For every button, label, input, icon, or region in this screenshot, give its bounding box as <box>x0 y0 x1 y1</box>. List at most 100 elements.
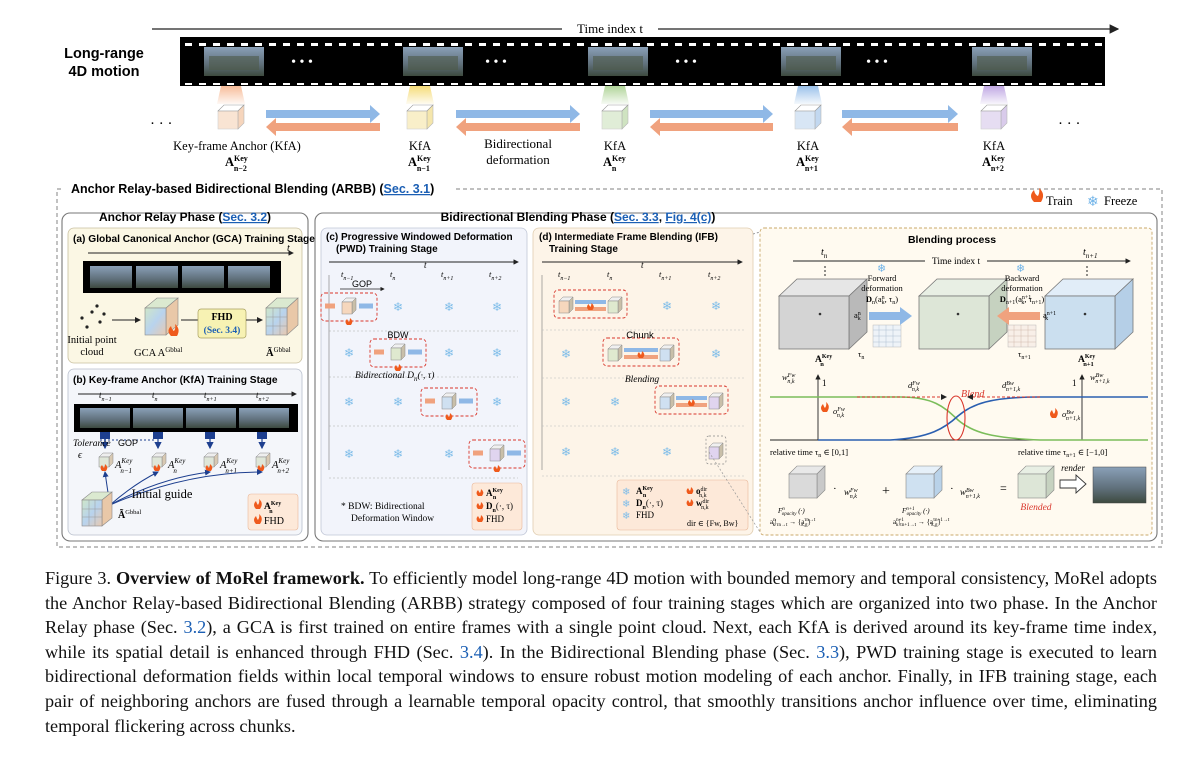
fhd-box <box>197 308 247 339</box>
backward-weight-curve <box>818 396 1148 441</box>
initial-point-cloud <box>80 304 106 329</box>
kfa-frame <box>239 408 289 428</box>
caption-p1: To efficiently model long-range 4D motio… <box>45 568 1158 638</box>
freeze-icon: ❄ <box>662 299 672 313</box>
fhd-label: FHD <box>211 312 232 323</box>
kfa-time-label: tn+1 <box>204 390 217 403</box>
kfa-film <box>74 404 298 432</box>
backward-def-2: deformation <box>1001 283 1043 293</box>
pwd-title-1: (c) Progressive Windowed Deformation <box>326 232 513 243</box>
fhd-sec: (Sec. 3.4) <box>204 325 241 336</box>
gca-stage-title: (a) Global Canonical Anchor (GCA) Traini… <box>73 234 315 245</box>
blend-label: Blend <box>961 389 985 400</box>
figure-caption: Figure 3. Overview of MoRel framework. T… <box>45 566 1157 738</box>
abar-grid-cube <box>81 491 113 527</box>
kfa-frame <box>186 408 236 428</box>
svg-text:❄: ❄ <box>1087 195 1099 210</box>
backward-deform-arrow <box>266 118 380 136</box>
kfa-gop-label: GOP <box>118 438 138 448</box>
pwd-col-label: tn+1 <box>441 269 453 282</box>
kfa-legend-fhd: FHD <box>264 516 284 527</box>
rel-time-right: relative time τn+1 ∈ [−1,0] <box>1018 447 1107 459</box>
backward-deform-arrow <box>456 118 580 136</box>
svg-text:Train: Train <box>1046 194 1073 208</box>
svg-text:·: · <box>833 483 837 495</box>
freeze-icon: ❄ <box>711 299 721 313</box>
caption-p3: ). In the Bidirectional Blending phase (… <box>482 641 817 662</box>
forward-grid <box>872 324 902 348</box>
forward-deform-arrow <box>842 105 958 123</box>
freeze-icon: ❄ <box>561 395 571 409</box>
projection-beam <box>601 86 629 104</box>
film-strip: • • •• • •• • •• • • <box>180 37 1105 86</box>
ifb-col-label: tn+1 <box>659 269 671 282</box>
epsilon-label: ϵ <box>78 450 83 461</box>
forward-deform-arrow <box>456 105 580 123</box>
film-ellipsis: • • • <box>675 55 697 70</box>
abar-gbbal-bottom: ÃGbbal <box>118 509 141 521</box>
kfa-stage-title: (b) Key-frame Anchor (KfA) Training Stag… <box>73 375 278 386</box>
svg-text:1: 1 <box>1072 378 1077 388</box>
relay-phase-title: Anchor Relay Phase (Sec. 3.2) <box>99 210 271 224</box>
gca-cube <box>144 297 179 336</box>
backward-deform-arrow <box>842 118 958 136</box>
pwd-col-label: tn−1 <box>341 269 353 282</box>
freeze-icon: ❄ <box>444 346 454 360</box>
svg-text:❄: ❄ <box>622 487 630 498</box>
forward-def-1: Forward <box>868 273 898 283</box>
kfa-cube <box>794 104 822 130</box>
svg-text:ank|τn→t → {aτn→tk,g}: ank|τn→t → {aτn→tk,g} <box>770 518 816 528</box>
right-big-cube <box>1043 278 1135 350</box>
blend-ellipse <box>946 395 966 441</box>
projection-beam <box>217 86 245 104</box>
kfa-frame <box>80 408 130 428</box>
blended-cube <box>1017 465 1055 499</box>
film-ellipsis: • • • <box>291 55 313 70</box>
caption-bold: Overview of MoRel framework. <box>115 568 365 588</box>
process-tn1: tn+1 <box>1083 247 1098 260</box>
pwd-legend-item: FHD <box>486 514 505 524</box>
bidirectional-arrows <box>266 105 958 136</box>
blending-process-title: Blending process <box>908 234 996 246</box>
kfa-label: KfA <box>797 139 819 153</box>
process-time-index: Time index t <box>932 257 981 267</box>
backward-grid <box>1007 324 1037 348</box>
svg-text:=: = <box>1000 481 1007 495</box>
tolerance-label: Tolerance <box>73 439 111 449</box>
pwd-legend <box>471 482 523 531</box>
caption-ref-sec33[interactable]: 3.3 <box>816 641 840 662</box>
caption-ref-sec32[interactable]: 3.2 <box>183 617 207 638</box>
caption-ref-sec34[interactable]: 3.4 <box>459 641 483 662</box>
kfa-cube <box>406 104 434 130</box>
ifb-legend-item: FHD <box>636 510 655 520</box>
dir-note: dir ∈ {Fw, Bw} <box>687 519 738 528</box>
arbb-box <box>56 188 1163 548</box>
rel-time-left: relative time τn ∈ [0,1] <box>770 447 848 459</box>
blended-label: Blended <box>1020 503 1051 513</box>
svg-text:1: 1 <box>822 378 827 388</box>
freeze-icon: ❄ <box>610 395 620 409</box>
forward-arrow <box>869 307 912 325</box>
forward-def-2: deformation <box>861 283 903 293</box>
plus-sign: + <box>882 484 890 499</box>
svg-text:τn: τn <box>858 349 864 361</box>
freeze-icon: ❄ <box>492 346 502 360</box>
svg-text:❄: ❄ <box>877 263 886 275</box>
ifb-legend <box>616 479 749 531</box>
pwd-bdw-label: BDW <box>388 330 410 340</box>
figure-diagram: Time index t Long-range 4D motion • • ••… <box>56 20 1163 548</box>
backward-deform-arrow <box>650 118 773 136</box>
chunk-window <box>553 289 628 319</box>
initial-point-label: Initial point <box>67 335 116 346</box>
svg-text:❄: ❄ <box>622 499 630 510</box>
svg-text:❄: ❄ <box>622 511 630 522</box>
bdw-note-1: * BDW: Bidirectional <box>341 502 425 512</box>
kfa-frame <box>133 408 183 428</box>
freeze-icon: ❄ <box>393 395 403 409</box>
